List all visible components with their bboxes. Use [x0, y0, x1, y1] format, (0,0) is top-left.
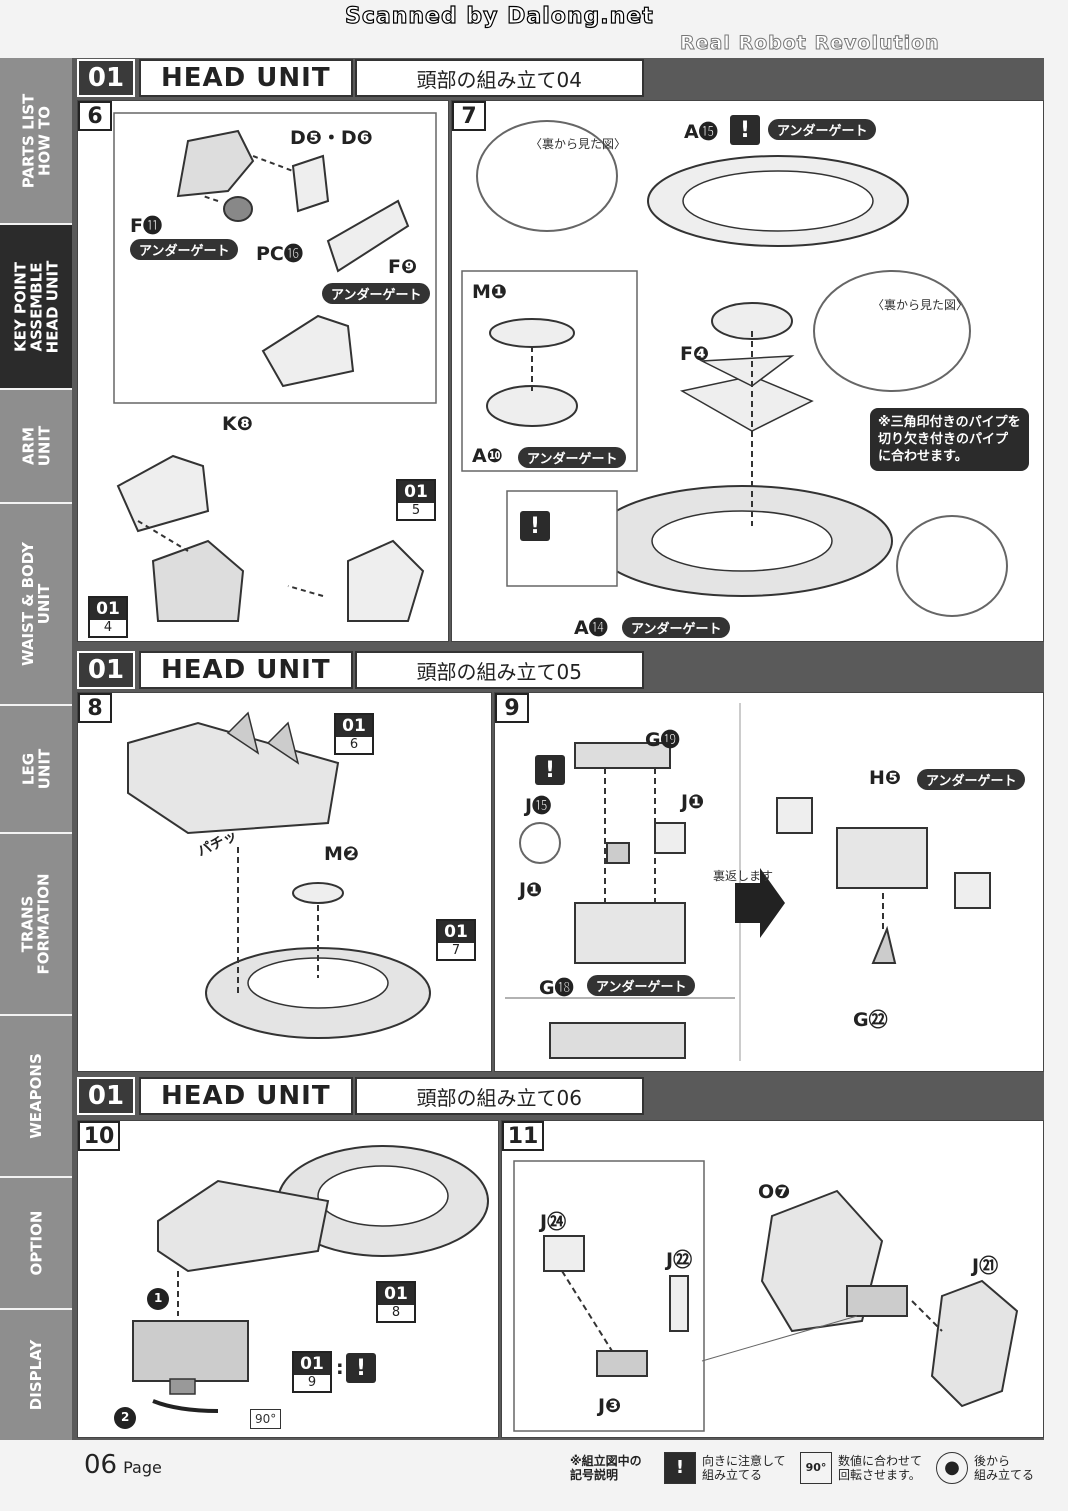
caution-icon: !	[346, 1353, 376, 1383]
step-7-diagram	[461, 120, 1008, 617]
part-label: D❺・D❻	[290, 127, 373, 149]
assembly-note: ※三角印付きのパイプを 切り欠き付きのパイプ に合わせます。	[870, 408, 1029, 471]
part-label: A⓮	[574, 617, 608, 639]
step-number: 7	[452, 101, 486, 131]
side-navigation: PARTS LIST HOW TO KEY POINT ASSEMBLE HEA…	[0, 58, 72, 1442]
nav-key-point[interactable]: KEY POINT ASSEMBLE HEAD UNIT	[0, 225, 72, 390]
part-label: PC⓰	[256, 243, 303, 265]
part-label: M❶	[472, 281, 507, 303]
step-number: 11	[502, 1121, 544, 1151]
under-gate-badge: アンダーゲート	[917, 769, 1026, 790]
part-label: A⓯	[684, 121, 718, 143]
under-gate-badge: アンダーゲート	[587, 975, 696, 996]
step-7-panel: 7 〈裏から見た図〉 〈裏から見た図〉 A⓯ ! アンダーゲート M❶ F❹ A…	[451, 100, 1044, 642]
part-label: J㉒	[666, 1249, 693, 1271]
legend-item-rotate: 90° 数値に合わせて 回転させます。	[800, 1446, 922, 1490]
section-subtitle: 頭部の組み立て06	[354, 1077, 645, 1115]
section-subtitle: 頭部の組み立て04	[354, 59, 645, 97]
step-number: 10	[78, 1121, 120, 1151]
legend-title: ※組立図中の 記号説明	[570, 1454, 642, 1482]
flip-instruction: 裏返します	[713, 869, 774, 883]
ref-colon: :	[336, 1357, 344, 1379]
step-number: 9	[495, 693, 529, 723]
section-number: 01	[77, 1077, 135, 1115]
section-subtitle: 頭部の組み立て05	[354, 651, 645, 689]
section-header-05: 01 HEAD UNIT 頭部の組み立て05	[77, 650, 645, 690]
nav-parts-list[interactable]: PARTS LIST HOW TO	[0, 58, 72, 225]
caution-icon: !	[730, 115, 760, 145]
scanned-by-watermark: Scanned by Dalong.net	[344, 3, 654, 29]
step-9-diagram	[505, 703, 991, 1061]
nav-weapons[interactable]: WEAPONS	[0, 1016, 72, 1178]
part-label: J❶	[519, 879, 543, 901]
step-10-diagram	[114, 1145, 489, 1429]
part-label: G㉒	[853, 1009, 888, 1031]
part-label: A❿	[472, 445, 503, 467]
part-label: F⓫	[130, 215, 162, 237]
part-label: G⓳	[645, 729, 680, 751]
nav-option[interactable]: OPTION	[0, 1178, 72, 1310]
part-label: J㉑	[972, 1255, 999, 1277]
step-9-panel: 9 G⓳ ! J⓯ J❶ J❶ G⓲ アンダーゲート 裏返します H❺ アンダー…	[494, 692, 1044, 1072]
nav-arm-unit[interactable]: ARM UNIT	[0, 390, 72, 504]
step-number: 6	[78, 101, 112, 131]
nav-waist-body[interactable]: WAIST & BODY UNIT	[0, 504, 72, 706]
part-label: J❶	[681, 791, 705, 813]
order-marker-1: 1	[154, 1291, 163, 1305]
nav-leg-unit[interactable]: LEG UNIT	[0, 706, 72, 834]
section-header-06: 01 HEAD UNIT 頭部の組み立て06	[77, 1076, 645, 1116]
caution-icon: !	[520, 511, 550, 541]
part-label: H❺	[869, 767, 901, 789]
rotate-90-icon: 90°	[250, 1409, 282, 1429]
section-title: HEAD UNIT	[139, 1077, 353, 1115]
part-label: O❼	[758, 1181, 791, 1203]
under-gate-badge: アンダーゲート	[322, 283, 431, 304]
nav-transformation[interactable]: TRANS FORMATION	[0, 834, 72, 1016]
part-label: F❾	[388, 256, 418, 278]
step-6-diagram	[113, 112, 437, 622]
brand-title: Real Robot Revolution	[680, 32, 940, 55]
page-number: 06 Page	[84, 1450, 162, 1480]
back-view-caption: 〈裏から見た図〉	[530, 137, 627, 151]
under-gate-badge: アンダーゲート	[518, 447, 627, 468]
under-gate-badge: アンダーゲート	[768, 119, 877, 140]
back-view-caption: 〈裏から見た図〉	[872, 298, 969, 312]
under-gate-badge: アンダーゲート	[130, 239, 239, 260]
part-label: G⓲	[539, 977, 574, 999]
part-label: M❷	[324, 843, 359, 865]
section-title: HEAD UNIT	[139, 651, 353, 689]
section-number: 01	[77, 59, 135, 97]
step-11-panel: 11 J㉔ J㉒ J❸ O❼ J㉑	[501, 1120, 1044, 1438]
section-header-04: 01 HEAD UNIT 頭部の組み立て04	[77, 58, 645, 98]
caution-icon: !	[535, 755, 565, 785]
under-gate-badge: アンダーゲート	[622, 617, 731, 638]
part-label: K❽	[222, 413, 253, 435]
legend-item-later: ● 後から 組み立てる	[936, 1446, 1034, 1490]
order-marker-2: 2	[121, 1410, 130, 1424]
step-8-diagram	[127, 711, 431, 1039]
part-label: J❸	[598, 1395, 622, 1417]
part-label: J㉔	[540, 1211, 567, 1233]
part-label: J⓯	[525, 795, 552, 817]
part-label: F❹	[680, 343, 710, 365]
section-number: 01	[77, 651, 135, 689]
step-number: 8	[78, 693, 112, 723]
nav-display[interactable]: DISPLAY	[0, 1310, 72, 1442]
legend-item-caution: ! 向きに注意して 組み立てる	[664, 1446, 786, 1490]
section-title: HEAD UNIT	[139, 59, 353, 97]
step-11-diagram	[513, 1160, 1019, 1432]
